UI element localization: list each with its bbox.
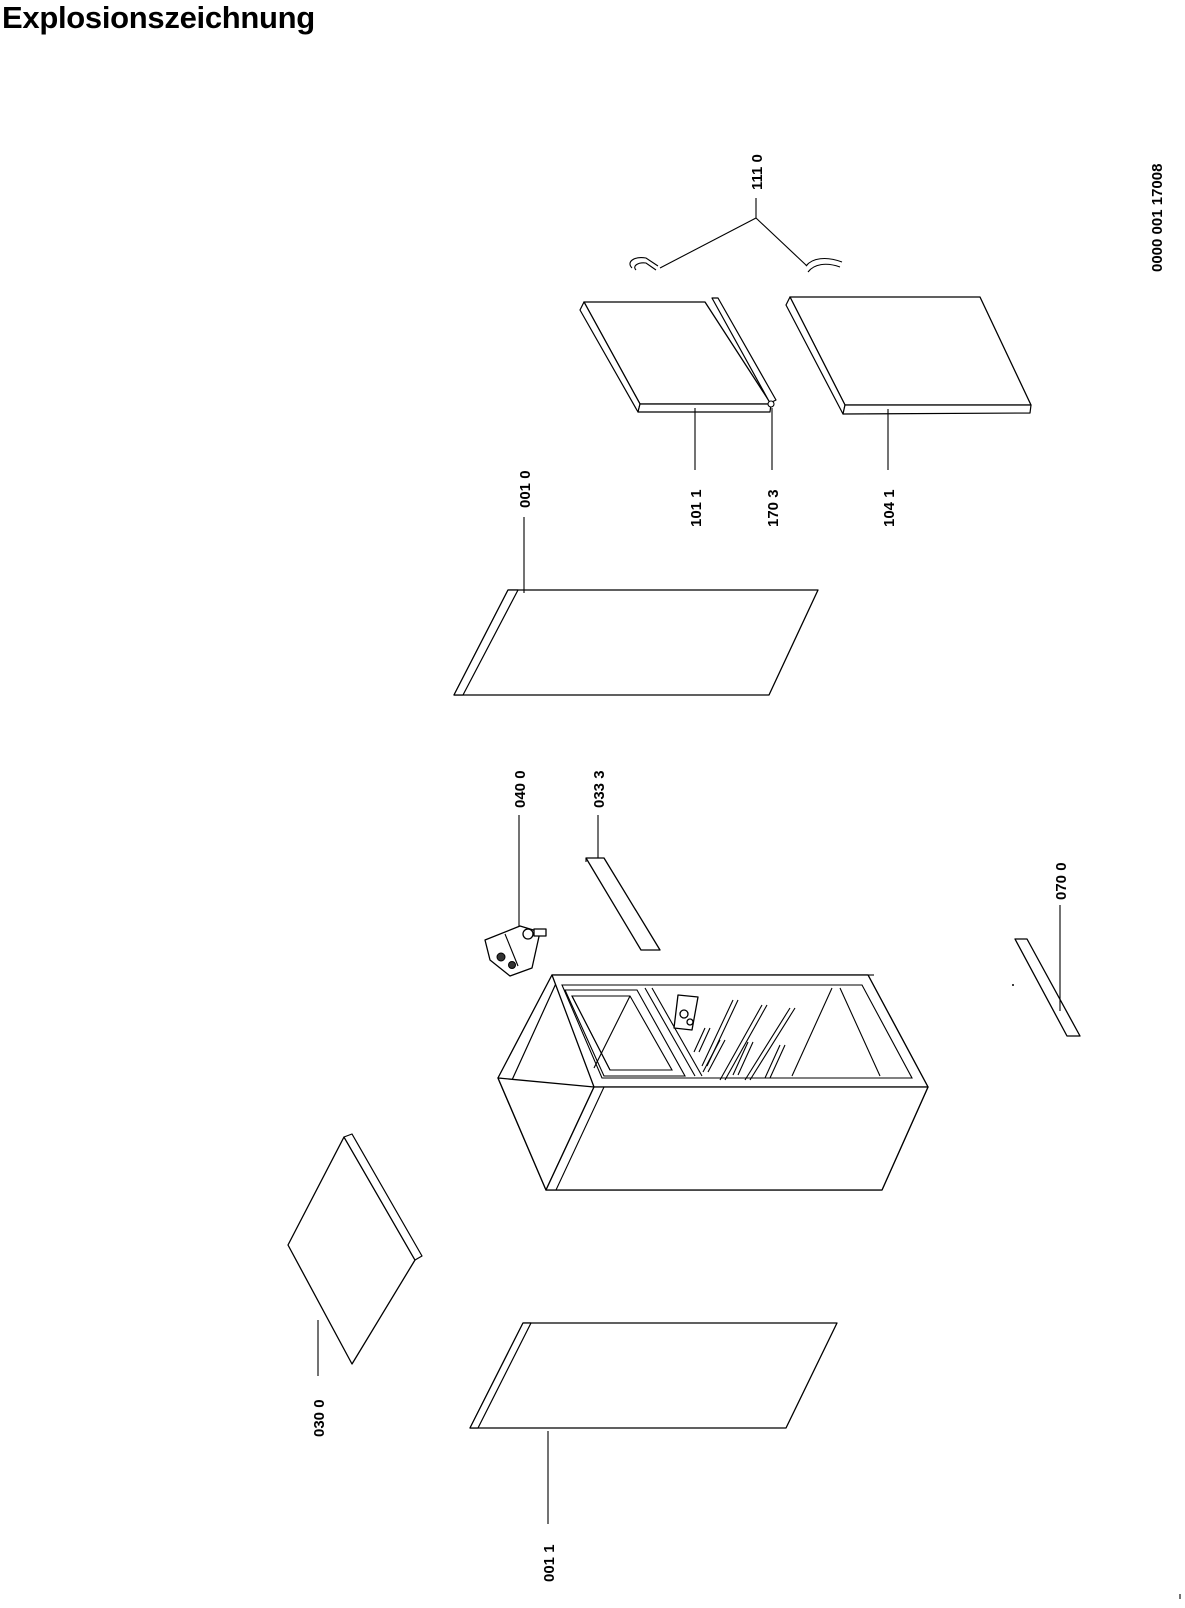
label-040-0: 040 0 xyxy=(512,770,529,808)
part-033-3-strip: 033 3 xyxy=(585,770,661,951)
label-033-3: 033 3 xyxy=(591,770,608,808)
label-111-0: 111 0 xyxy=(749,154,766,190)
part-104-1-panel: 104 1 xyxy=(785,296,1032,527)
part-101-1-panel: 101 1 xyxy=(579,301,772,527)
cabinet-body xyxy=(497,974,929,1191)
label-070-0: 070 0 xyxy=(1053,862,1070,900)
label-170-3: 170 3 xyxy=(765,489,782,527)
part-111-0-clips: 111 0 xyxy=(629,154,843,273)
label-101-1: 101 1 xyxy=(688,489,705,527)
part-030-0-cover: 030 0 xyxy=(287,1133,423,1437)
page-title: Explosionszeichnung xyxy=(2,0,315,35)
label-104-1: 104 1 xyxy=(881,489,898,527)
part-070-0-strip: 070 0 xyxy=(1012,862,1081,1037)
part-001-1-side-panel: 001 1 xyxy=(469,1322,838,1582)
part-001-0-side-panel: 001 0 xyxy=(453,470,819,696)
part-040-0-hinge: 040 0 xyxy=(484,770,547,977)
label-001-0: 001 0 xyxy=(517,470,534,508)
label-030-0: 030 0 xyxy=(311,1399,328,1437)
label-001-1: 001 1 xyxy=(541,1544,558,1582)
part-170-3-rod: 170 3 xyxy=(711,297,782,527)
document-number: 0000 001 17008 xyxy=(1149,164,1166,272)
